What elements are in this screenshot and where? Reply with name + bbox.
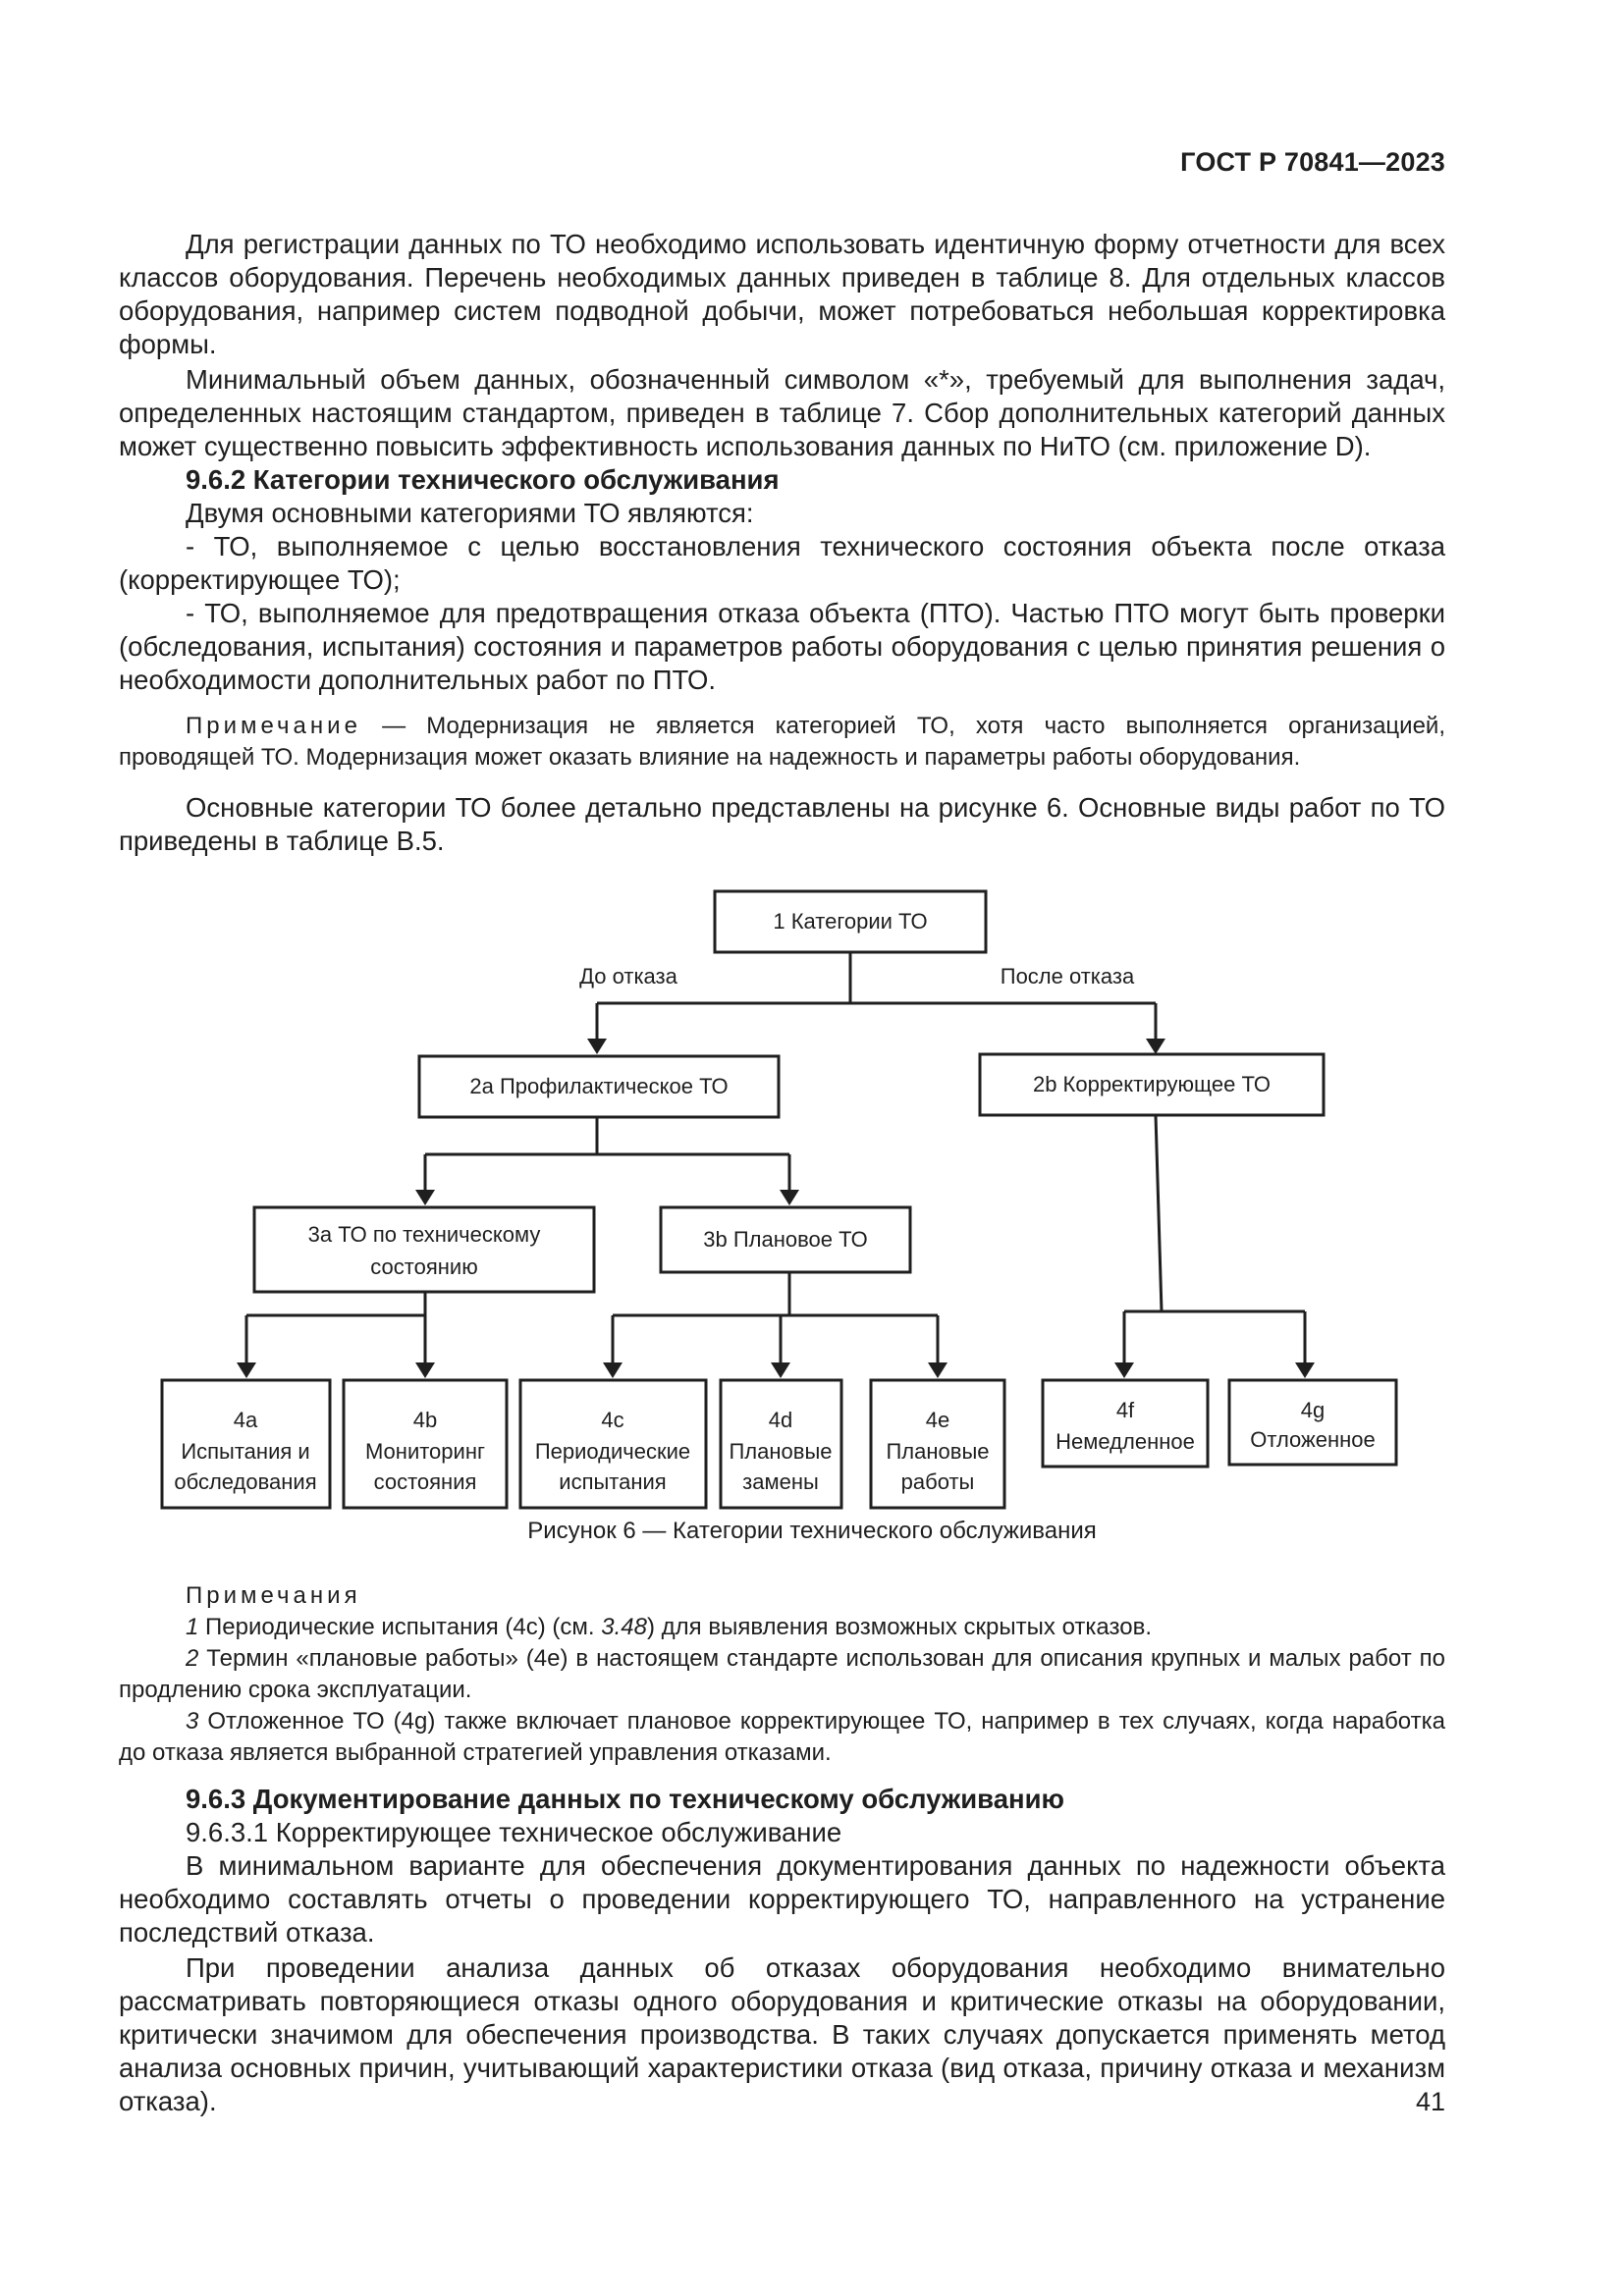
- note-2-number: 2: [186, 1645, 199, 1672]
- node-3b-box: [659, 1205, 912, 1274]
- node-3a-label-line-2: состоянию: [370, 1255, 477, 1279]
- section-9-6-3-1-heading: 9.6.3.1 Корректирующее техническое обслу…: [186, 1817, 842, 1847]
- node-4a-box: [160, 1378, 332, 1510]
- node-4a-line-1: Испытания и: [181, 1439, 309, 1464]
- note-label: Примечание: [186, 713, 361, 739]
- section-9-6-2-lead: Двумя основными категориями ТО являются:: [186, 498, 754, 528]
- node-4a-line-2: обследования: [174, 1469, 316, 1494]
- note-3-text: Отложенное ТО (4g) также включает планов…: [119, 1708, 1445, 1766]
- node-4b-line-2: состояния: [374, 1469, 477, 1494]
- node-4g-box: [1227, 1378, 1398, 1467]
- intro-block: Для регистрации данных по ТО необходимо …: [119, 228, 1445, 858]
- section-9-6-2-item-2: - ТО, выполняемое для предотвращения отк…: [119, 598, 1445, 695]
- node-4d-line-1: Плановые: [729, 1439, 832, 1464]
- node-4f-line-1: Немедленное: [1056, 1429, 1195, 1454]
- node-4a-code: 4a: [234, 1408, 258, 1432]
- note-1: 1 Периодические испытания (4с) (см. 3.48…: [119, 1612, 1445, 1643]
- node-2b-box: [978, 1052, 1326, 1117]
- node-4c-line-2: испытания: [559, 1469, 666, 1494]
- node-4f-code: 4f: [1116, 1398, 1135, 1422]
- node-2a-label: 2а Профилактическое ТО: [469, 1074, 728, 1098]
- node-3a-box: [252, 1205, 596, 1294]
- note-3: 3 Отложенное ТО (4g) также включает план…: [119, 1706, 1445, 1769]
- intro-paragraph-2: Минимальный объем данных, обозначенный с…: [119, 364, 1445, 461]
- node-3a-label-line-1: 3а ТО по техническому: [308, 1222, 541, 1247]
- node-4b-line-1: Мониторинг: [365, 1439, 485, 1464]
- page-number: 41: [1415, 2087, 1445, 2116]
- note-2: 2 Термин «плановые работы» (4е) в настоя…: [119, 1643, 1445, 1706]
- node-4e-box: [869, 1378, 1006, 1510]
- section-9-6-2-item-1: - ТО, выполняемое с целью восстановления…: [119, 531, 1445, 595]
- section-9-6-3: 9.6.3 Документирование данных по техниче…: [119, 1783, 1445, 2118]
- intro-paragraph-1: Для регистрации данных по ТО необходимо …: [119, 229, 1445, 359]
- figure-caption: Рисунок 6 — Категории технического обслу…: [527, 1518, 1097, 1544]
- maintenance-categories-diagram: 1 Категории ТО До отказа После отказа 2а…: [160, 889, 1398, 1510]
- note-3-number: 3: [186, 1708, 199, 1735]
- section-9-6-2-heading: 9.6.2 Категории технического обслуживани…: [186, 464, 780, 495]
- branch-label-right: После отказа: [1001, 964, 1135, 988]
- node-4e-line-1: Плановые: [886, 1439, 989, 1464]
- section-9-6-3-paragraph-1: В минимальном варианте для обеспечения д…: [119, 1850, 1445, 1948]
- node-3b-label: 3b Плановое ТО: [703, 1227, 867, 1252]
- section-9-6-2-note: Примечание — Модернизация не является ка…: [119, 711, 1445, 774]
- notes-title: Примечания: [186, 1582, 361, 1609]
- node-4d-line-2: замены: [742, 1469, 819, 1494]
- document-header: ГОСТ Р 70841—2023: [1180, 147, 1445, 177]
- note-1-number: 1: [186, 1614, 199, 1640]
- node-4c-line-1: Периодические: [535, 1439, 690, 1464]
- note-2-text: Термин «плановые работы» (4е) в настояще…: [119, 1645, 1445, 1703]
- node-1-box: [713, 889, 988, 954]
- node-4e-code: 4e: [926, 1408, 949, 1432]
- node-2a-box: [417, 1054, 781, 1119]
- node-4d-box: [719, 1378, 843, 1510]
- node-4g-code: 4g: [1301, 1398, 1325, 1422]
- note-text: — Модернизация не является категорией ТО…: [119, 713, 1445, 771]
- node-4g-line-1: Отложенное: [1250, 1427, 1376, 1452]
- node-4f-box: [1041, 1378, 1210, 1468]
- section-9-6-3-paragraph-2: При проведении анализа данных об отказах…: [119, 1952, 1445, 2116]
- node-4b-code: 4b: [413, 1408, 437, 1432]
- node-1-label: 1 Категории ТО: [773, 909, 927, 934]
- node-4e-line-2: работы: [901, 1469, 975, 1494]
- node-2b-label: 2b Корректирующее ТО: [1033, 1072, 1271, 1096]
- node-4d-code: 4d: [769, 1408, 792, 1432]
- section-9-6-3-heading: 9.6.3 Документирование данных по техниче…: [186, 1784, 1065, 1814]
- node-4b-box: [342, 1378, 509, 1510]
- section-9-6-2-after: Основные категории ТО более детально пре…: [119, 792, 1445, 856]
- node-4c-box: [518, 1378, 708, 1510]
- note-1-text-b: ) для выявления возможных скрытых отказо…: [646, 1614, 1152, 1640]
- node-4c-code: 4c: [601, 1408, 623, 1432]
- note-1-reference: 3.48: [601, 1614, 647, 1640]
- figure-notes: Примечания 1 Периодические испытания (4с…: [119, 1580, 1445, 1769]
- branch-label-left: До отказа: [579, 964, 678, 988]
- note-1-text-a: Периодические испытания (4с) (см.: [198, 1614, 602, 1640]
